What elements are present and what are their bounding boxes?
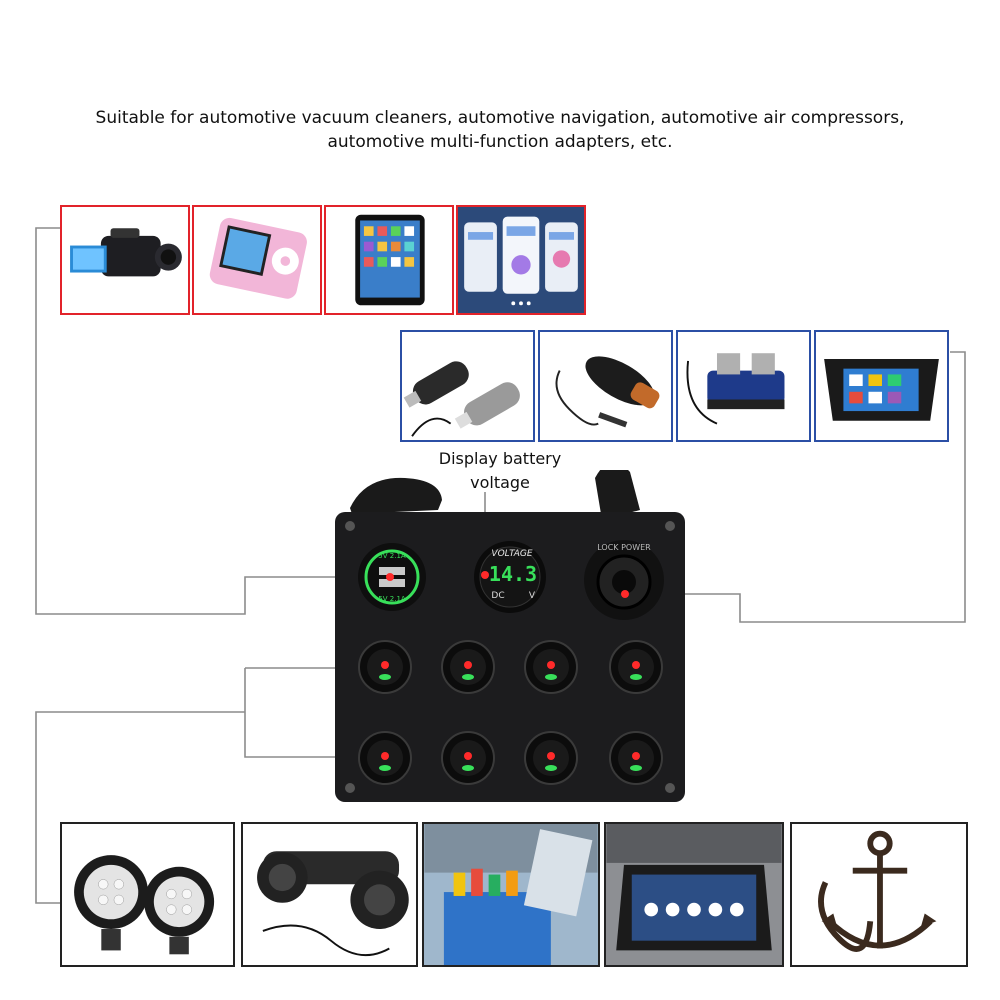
switch-marker xyxy=(632,661,640,669)
voltage-callout: Display battery voltage xyxy=(420,447,580,495)
rocker-switch-1-3[interactable] xyxy=(524,640,578,694)
switch-marker xyxy=(547,661,555,669)
usb-bottom-label: 5V 2.1A xyxy=(378,595,406,603)
camcorder-image xyxy=(60,205,190,315)
car-cooler-image xyxy=(422,822,600,967)
rocker-switch-1-1[interactable] xyxy=(358,640,412,694)
usb-cover-cap xyxy=(350,477,442,514)
caption-line-1: Suitable for automotive vacuum cleaners,… xyxy=(95,108,905,128)
switch-led xyxy=(462,765,474,771)
voltmeter-marker xyxy=(481,571,489,579)
socket-ring-text: LOCK POWER xyxy=(597,543,651,552)
smartphones-image xyxy=(456,205,586,315)
switch-marker xyxy=(381,752,389,760)
switch-led xyxy=(545,765,557,771)
switch-led xyxy=(545,674,557,680)
switch-led xyxy=(462,674,474,680)
switch-panel: 5V 2.1A 5V 2.1A VOLTAGE 14.3 DC V LOCK P… xyxy=(330,462,690,814)
switch-led xyxy=(630,765,642,771)
air-compressor-image xyxy=(676,330,811,442)
voltmeter-unit-right: V xyxy=(529,591,536,601)
rocker-switch-2-4[interactable] xyxy=(609,731,663,785)
car-navigation-image xyxy=(814,330,949,442)
rocker-switch-2-3[interactable] xyxy=(524,731,578,785)
switch-marker xyxy=(632,752,640,760)
tablet-image xyxy=(324,205,454,315)
switch-marker xyxy=(381,661,389,669)
caption: Suitable for automotive vacuum cleaners,… xyxy=(0,106,1000,154)
switch-led xyxy=(630,674,642,680)
voltmeter-unit-left: DC xyxy=(491,591,504,601)
rocker-switch-1-4[interactable] xyxy=(609,640,663,694)
usb-marker xyxy=(386,573,394,581)
voltage-callout-line-1: Display battery xyxy=(438,449,562,468)
switch-panel-graphic: 5V 2.1A 5V 2.1A VOLTAGE 14.3 DC V LOCK P… xyxy=(335,462,685,802)
work-lights-image xyxy=(60,822,235,967)
speaker-image xyxy=(241,822,418,967)
socket-cover-cap xyxy=(595,462,640,520)
switch-led xyxy=(379,674,391,680)
switch-led xyxy=(379,765,391,771)
rocker-switch-1-2[interactable] xyxy=(441,640,495,694)
anchor-image xyxy=(790,822,968,967)
caption-line-2: automotive multi-function adapters, etc. xyxy=(327,132,673,152)
voltmeter-title: VOLTAGE xyxy=(491,549,532,559)
car-vacuum-image xyxy=(538,330,673,442)
voltmeter-reading: 14.3 xyxy=(489,562,537,586)
rocker-switch-grid xyxy=(358,640,663,785)
media-player-image xyxy=(192,205,322,315)
car-charger-image xyxy=(400,330,535,442)
voltage-callout-line-2: voltage xyxy=(470,473,530,492)
switch-marker xyxy=(464,752,472,760)
usb-top-label: 5V 2.1A xyxy=(378,552,406,560)
switch-marker xyxy=(464,661,472,669)
roof-monitor-image xyxy=(604,822,784,967)
rocker-switch-2-1[interactable] xyxy=(358,731,412,785)
socket-marker xyxy=(621,590,629,598)
rocker-switch-2-2[interactable] xyxy=(441,731,495,785)
switch-marker xyxy=(547,752,555,760)
